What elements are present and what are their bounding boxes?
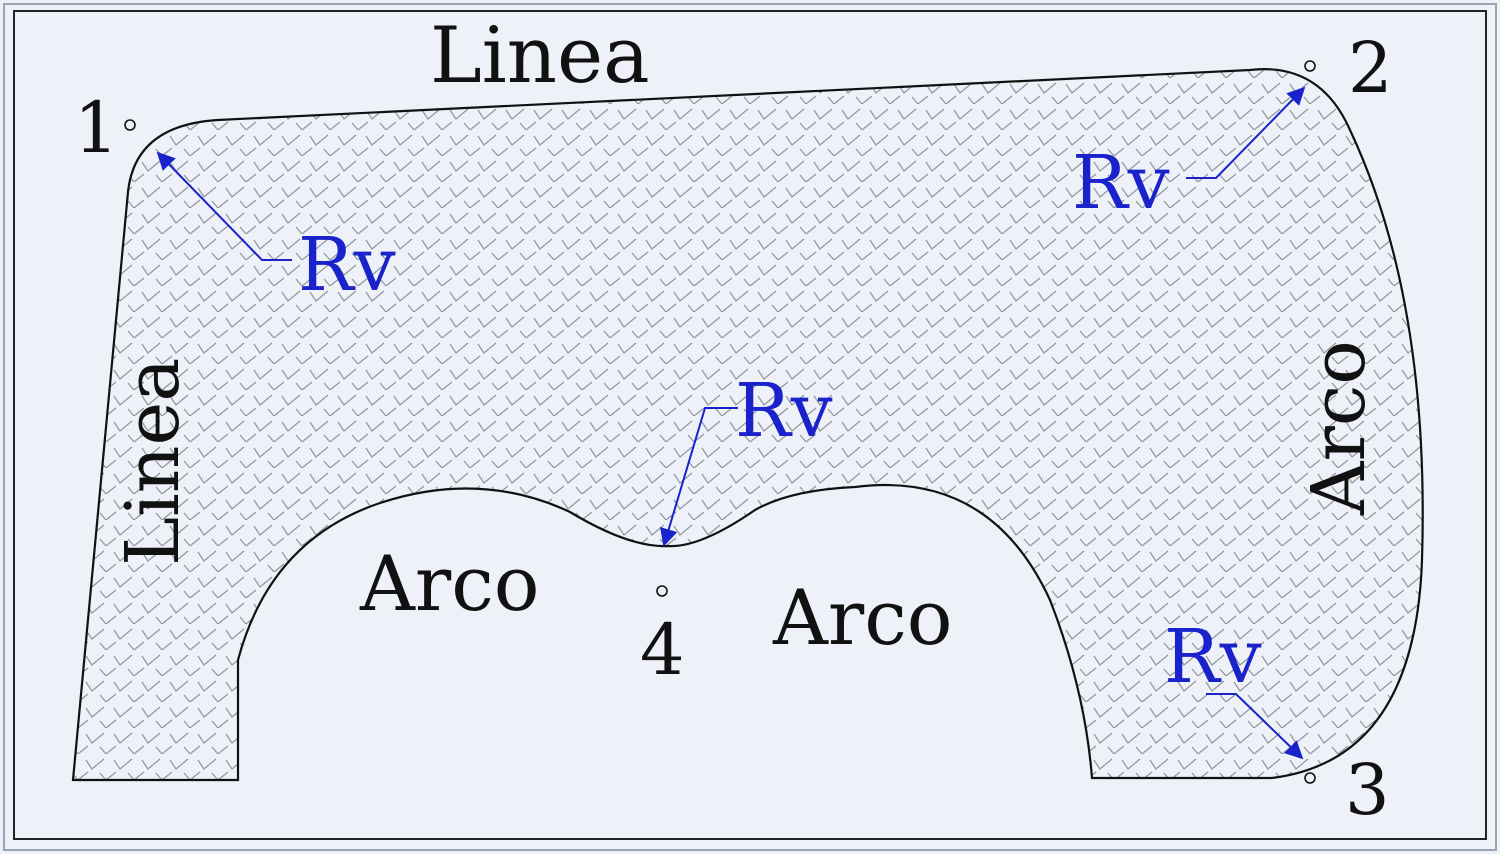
- edge-label-right: Arco: [1296, 340, 1382, 516]
- point-2-marker: [1304, 60, 1316, 72]
- point-3-marker: [1304, 772, 1316, 784]
- edge-label-left: Linea: [110, 358, 196, 566]
- leader-rv-2: [1186, 86, 1306, 179]
- leader-rv-3: [1206, 693, 1304, 760]
- outer-frame: [3, 3, 1497, 851]
- edge-label-arch-right: Arco: [772, 573, 953, 662]
- radius-label-1: Rv: [298, 222, 396, 308]
- leader-rv-4: [660, 407, 738, 547]
- radius-label-2: Rv: [1072, 140, 1170, 226]
- point-2-label: 2: [1348, 27, 1393, 109]
- inner-frame: [13, 10, 1487, 840]
- point-4-label: 4: [640, 609, 685, 691]
- radius-label-4: Rv: [735, 368, 833, 454]
- point-1-marker: [124, 119, 136, 131]
- edge-label-top: Linea: [430, 11, 650, 101]
- part-profile: [71, 68, 1424, 782]
- leader-rv-1: [156, 151, 292, 261]
- point-3-label: 3: [1345, 749, 1390, 831]
- point-4-marker: [656, 585, 668, 597]
- point-1-label: 1: [74, 87, 119, 169]
- radius-label-3: Rv: [1164, 614, 1262, 700]
- edge-label-arch-left: Arco: [359, 539, 540, 628]
